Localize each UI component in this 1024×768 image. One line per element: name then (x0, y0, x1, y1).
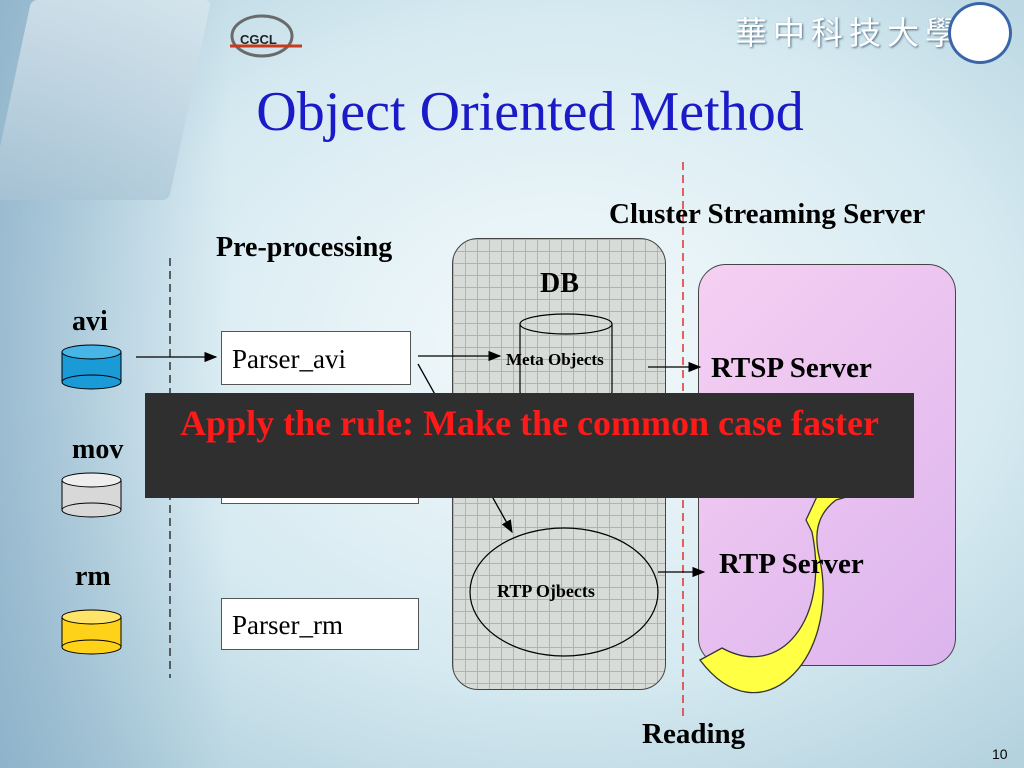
rm-cylinder (61, 609, 122, 655)
mov-cylinder (61, 472, 122, 518)
university-name: 華中科技大學 (735, 14, 964, 52)
preprocessing-label: Pre-processing (216, 232, 393, 263)
rtp-server-label: RTP Server (719, 548, 864, 580)
cgcl-logo: CGCL (230, 14, 302, 58)
rtp-objects-ellipse (469, 527, 659, 657)
university-seal (948, 2, 1012, 64)
cluster-label: Cluster Streaming Server (609, 198, 926, 230)
parser-avi-box: Parser_avi (221, 331, 411, 385)
db-label: DB (540, 268, 579, 299)
rtsp-server-label: RTSP Server (711, 352, 872, 384)
meta-objects-label: Meta Objects (506, 350, 604, 369)
slide-title: Object Oriented Method (256, 81, 804, 143)
source-rm-label: rm (75, 561, 111, 592)
reading-label: Reading (642, 718, 746, 750)
source-avi-label: avi (72, 306, 108, 337)
logo-text: CGCL (240, 32, 277, 47)
rule-banner: Apply the rule: Make the common case fas… (145, 393, 914, 498)
page-number: 10 (992, 746, 1008, 762)
source-mov-label: mov (72, 434, 124, 465)
reading-arrow (699, 489, 851, 694)
parser-rm-box: Parser_rm (221, 598, 419, 650)
avi-cylinder (61, 344, 122, 390)
rtp-objects-label: RTP Ojbects (497, 581, 595, 601)
